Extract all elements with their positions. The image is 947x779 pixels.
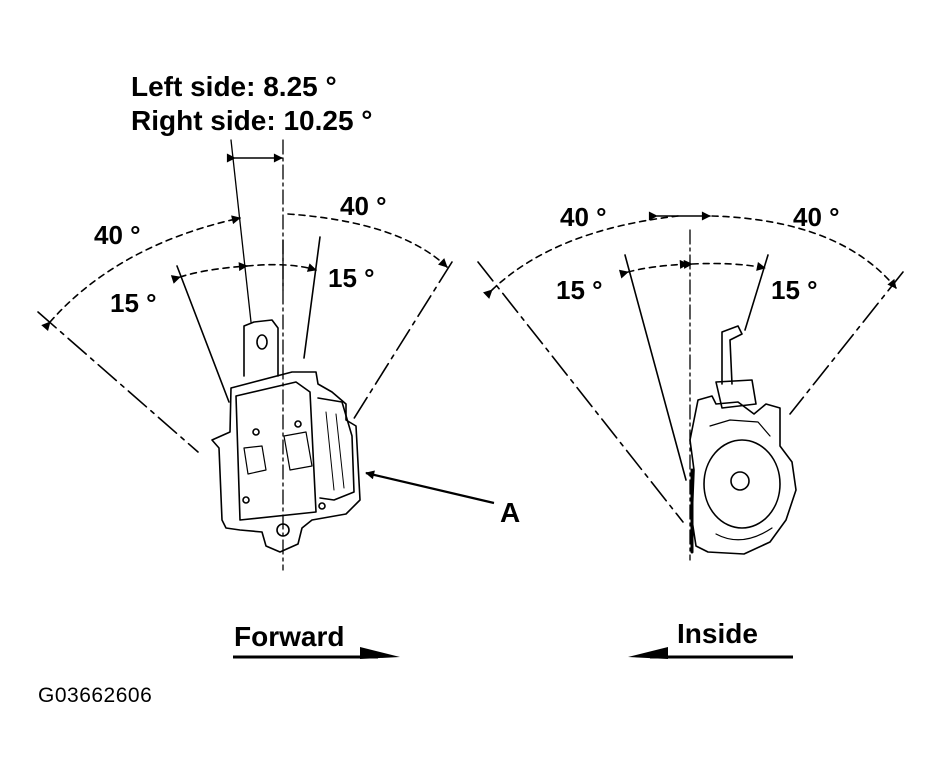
left-sensor-inner-bracket: [243, 445, 267, 475]
left-sensor-outer-arc-right: [287, 213, 448, 268]
left-sensor-inner-arc-left: [170, 262, 248, 284]
left-sensor-bottom-hole: [276, 523, 290, 537]
right-sensor-outer-angle-right: 40 °: [793, 202, 840, 232]
left-sensor-inner-boundary-left: [176, 265, 230, 403]
left-sensor-inner-boundary-right: [303, 236, 321, 359]
right-sensor-outer-boundary-left: [477, 261, 684, 523]
left-sensor-detail-line: [325, 411, 335, 491]
left-sensor-connector: [317, 397, 355, 501]
right-sensor-outer-arc-left: [483, 215, 679, 299]
left-sensor-inner-angle-right: 15 °: [328, 263, 375, 293]
left-sensor-inner-angle-left: 15 °: [110, 288, 157, 318]
left-sensor-screw: [252, 428, 260, 436]
right-sensor-motor-body: [703, 439, 781, 529]
left-side-angle-spec: Left side: 8.25 °: [131, 71, 337, 102]
forward-direction-arrow: [233, 647, 400, 659]
right-sensor-inner-boundary-left: [624, 254, 687, 481]
right-sensor-outer-boundary-right: [789, 271, 904, 415]
inside-direction-arrow: [628, 647, 793, 659]
left-sensor-outer-boundary-left: [37, 311, 199, 453]
left-sensor-tab-hole: [256, 334, 268, 350]
right-sensor-inner-angle-left: 15 °: [556, 275, 603, 305]
left-sensor-outer-arc-left: [41, 215, 241, 332]
right-sensor-inner-angle-right: 15 °: [771, 275, 818, 305]
left-sensor-outer-boundary-right: [352, 261, 453, 421]
callout-leader-a: [365, 470, 495, 505]
right-sensor-detail: [715, 527, 773, 541]
right-sensor-wire-lead: [721, 325, 743, 385]
inside-label: Inside: [677, 618, 758, 649]
right-sensor-assembly: [477, 211, 904, 561]
left-sensor-inner-bracket: [283, 431, 313, 471]
right-sensor-connector-block: [715, 379, 757, 409]
figure-code: G03662606: [38, 684, 153, 707]
left-sensor-screw: [242, 496, 250, 504]
right-sensor-outer-arc-right: [711, 215, 897, 289]
left-sensor-mount-tab: [243, 319, 279, 377]
left-sensor-outer-angle-right: 40 °: [340, 191, 387, 221]
right-side-angle-spec: Right side: 10.25 °: [131, 105, 373, 136]
forward-label: Forward: [234, 621, 345, 652]
left-sensor-inner-arc-right: [246, 263, 317, 272]
left-sensor-screw: [318, 502, 326, 510]
left-sensor-detail-line: [335, 413, 345, 489]
left-sensor-assembly: [37, 139, 453, 571]
left-sensor-tilt-axis: [230, 139, 252, 323]
left-sensor-screw: [294, 420, 302, 428]
right-sensor-inner-boundary-right: [744, 254, 769, 331]
right-sensor-motor-cap: [709, 419, 771, 437]
right-sensor-inner-arc-right: [683, 259, 766, 271]
left-sensor-housing: [211, 371, 361, 553]
left-sensor-face-plate: [235, 381, 317, 521]
callout-label-a: A: [500, 497, 521, 528]
right-sensor-housing: [689, 395, 797, 555]
right-sensor-outer-angle-left: 40 °: [560, 202, 607, 232]
right-sensor-inner-arc-left: [619, 259, 689, 279]
left-sensor-outer-angle-left: 40 °: [94, 220, 141, 250]
right-sensor-shaft: [730, 471, 750, 491]
